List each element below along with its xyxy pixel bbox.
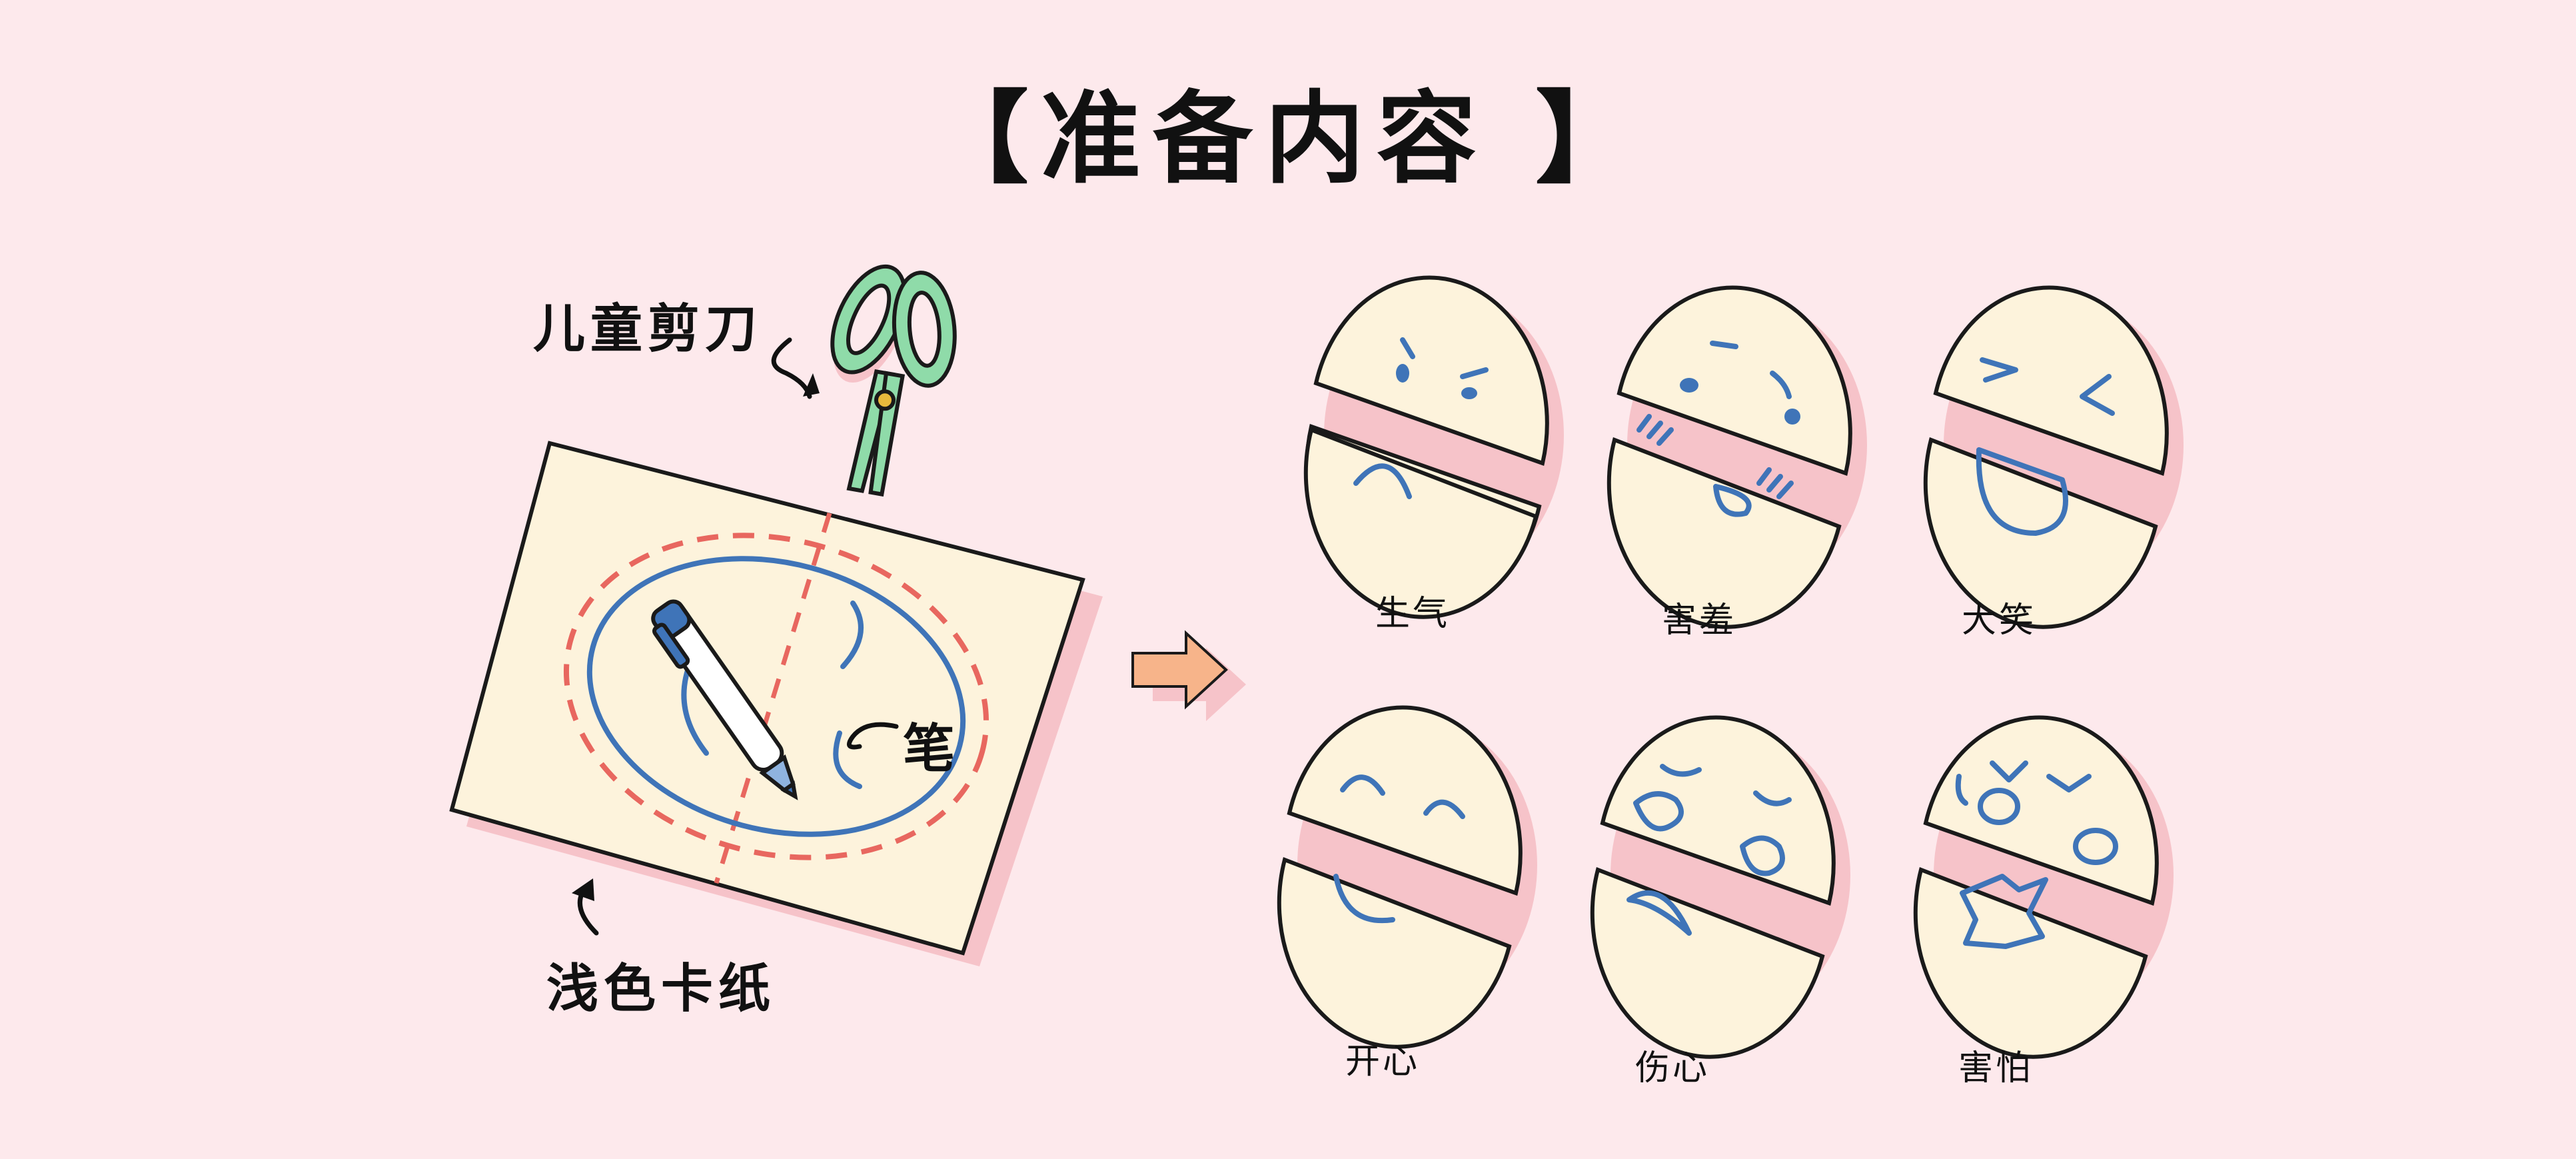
face-shy <box>1607 285 1867 629</box>
paper-label: 浅色卡纸 <box>546 959 776 1019</box>
scissors-pointer <box>771 337 812 399</box>
drawn-face-outline <box>586 556 966 837</box>
face-scared <box>1913 715 2174 1059</box>
pen-pointer <box>846 722 899 750</box>
face-angry <box>1303 275 1564 619</box>
face-happy <box>1277 705 1537 1049</box>
scissors-label: 儿童剪刀 <box>533 299 762 359</box>
face-label-shy: 害羞 <box>1662 600 1736 640</box>
face-label-sad: 伤心 <box>1635 1048 1710 1088</box>
face-label-angry: 生气 <box>1375 594 1450 634</box>
face-laugh <box>1923 285 2184 629</box>
page-title: 【准备内容 】 <box>929 81 1647 197</box>
pen-label: 笔 <box>903 719 960 779</box>
face-label-laugh: 大笑 <box>1962 600 2036 640</box>
scissors-icon <box>830 264 957 497</box>
face-sad <box>1590 715 1850 1059</box>
face-label-scared: 害怕 <box>1958 1048 2033 1088</box>
arrow-right-icon <box>1131 630 1246 721</box>
cardstock-paper <box>449 441 1103 966</box>
face-label-happy: 开心 <box>1345 1042 1420 1082</box>
cut-line <box>563 533 989 860</box>
pen-icon <box>651 599 798 800</box>
